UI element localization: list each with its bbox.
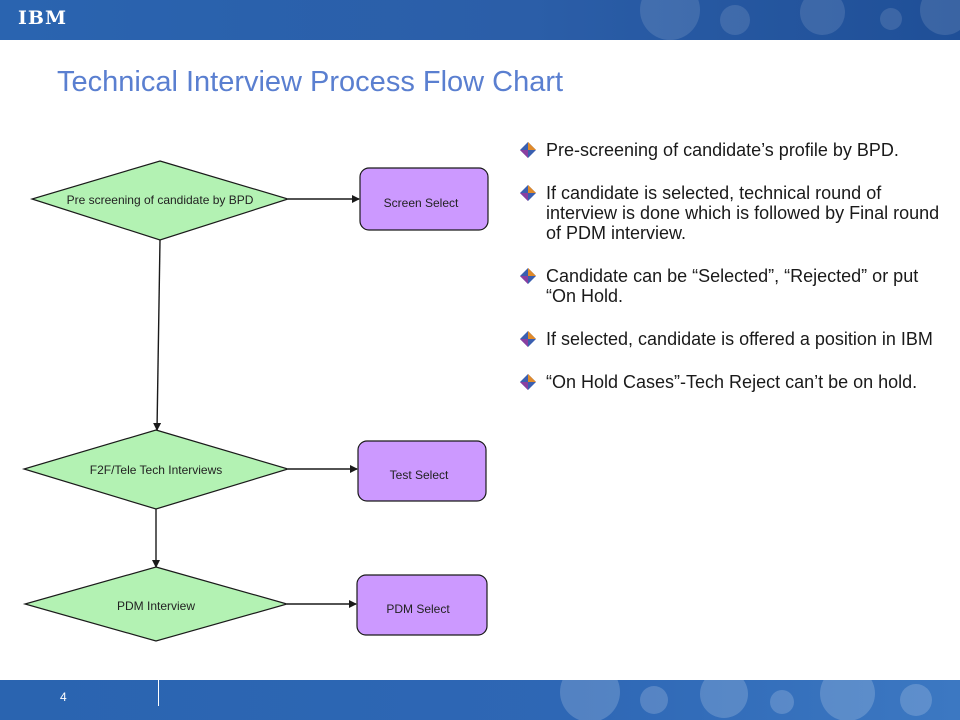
- decision-node-label: PDM Interview: [117, 599, 195, 613]
- bullet-item: “On Hold Cases”-Tech Reject can’t be on …: [520, 372, 950, 392]
- decision-node-label: F2F/Tele Tech Interviews: [90, 463, 223, 477]
- decorative-dot: [820, 680, 875, 720]
- outcome-node-screen-select: [359, 167, 489, 231]
- diamond-bullet-icon: [520, 185, 536, 201]
- decision-node-prescreening: [29, 160, 291, 241]
- decorative-dot: [720, 5, 750, 35]
- decorative-dot: [880, 8, 902, 30]
- bullet-item: If candidate is selected, technical roun…: [520, 183, 950, 243]
- bullet-text: If selected, candidate is offered a posi…: [546, 329, 933, 349]
- decorative-dot: [640, 686, 668, 714]
- outcome-node-label: Screen Select: [384, 196, 459, 210]
- bullet-text: Candidate can be “Selected”, “Rejected” …: [546, 266, 919, 306]
- decorative-dot: [770, 690, 794, 714]
- outcome-node-label: Test Select: [390, 468, 449, 482]
- decision-node-pdm-interview: [22, 566, 290, 642]
- outcome-node-label: PDM Select: [386, 602, 450, 616]
- slide-title: Technical Interview Process Flow Chart: [57, 66, 564, 98]
- decision-node-label: Pre screening of candidate by BPD: [67, 193, 254, 207]
- diamond-bullet-icon: [520, 331, 536, 347]
- footer-band: 4: [0, 680, 960, 720]
- bullet-text: If candidate is selected, technical roun…: [546, 183, 940, 243]
- header-band: IBM: [0, 0, 960, 40]
- decorative-dot: [800, 0, 845, 35]
- diamond-bullet-icon: [520, 142, 536, 158]
- footer-divider: [158, 680, 159, 706]
- bullet-item: Candidate can be “Selected”, “Rejected” …: [520, 266, 950, 306]
- diamond-bullet-icon: [520, 374, 536, 390]
- bullet-item: If selected, candidate is offered a posi…: [520, 329, 950, 349]
- decorative-dot: [900, 684, 932, 716]
- decision-node-tech-interviews: [21, 429, 291, 510]
- decorative-dot: [700, 680, 748, 718]
- bullet-list: Pre-screening of candidate’s profile by …: [520, 140, 950, 415]
- diamond-bullet-icon: [520, 268, 536, 284]
- ibm-logo: IBM: [18, 7, 67, 29]
- outcome-node-test-select: [357, 440, 487, 502]
- bullet-item: Pre-screening of candidate’s profile by …: [520, 140, 950, 160]
- bullet-text: Pre-screening of candidate’s profile by …: [546, 140, 899, 160]
- bullet-text: “On Hold Cases”-Tech Reject can’t be on …: [546, 372, 918, 392]
- page-number: 4: [60, 690, 67, 704]
- outcome-node-pdm-select: [356, 574, 488, 636]
- decorative-dot: [560, 680, 620, 720]
- connector-arrow: [153, 239, 162, 431]
